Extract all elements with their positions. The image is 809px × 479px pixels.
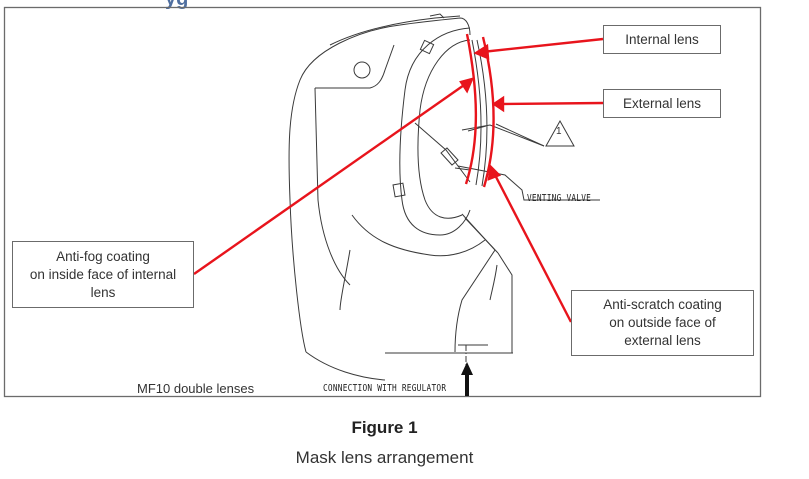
external-lens-arrowhead — [491, 95, 505, 113]
venting-valve-body — [440, 147, 459, 166]
frame-clip-top — [419, 39, 435, 55]
anti-scratch-arrow-line — [492, 172, 573, 323]
frame-clip-bottom — [392, 182, 406, 198]
note-1-triangle — [545, 119, 575, 147]
anti-fog-arrowhead — [459, 77, 475, 94]
strap-buckle-hole — [353, 61, 371, 79]
mask-shell-outline — [288, 17, 471, 353]
note-1-number: 1 — [556, 126, 562, 137]
connection-with-regulator-label: CONNECTION WITH REGULATOR — [323, 383, 447, 394]
model-label: MF10 double lenses — [137, 381, 255, 396]
anti-fog-coating-label: Anti-fog coating on inside face of inter… — [12, 241, 194, 308]
partial-heading-text: yg — [165, 0, 188, 11]
face-frame-inner — [417, 39, 471, 219]
callout-arrows — [193, 37, 604, 323]
figure-frame — [3, 6, 762, 398]
venting-valve-label: VENTING VALVE — [527, 193, 592, 204]
strap-buckle-outline — [315, 44, 395, 89]
anti-fog-arrow-line — [193, 82, 468, 275]
external-lens-label: External lens — [603, 89, 721, 118]
regulator-port-outline — [454, 213, 496, 353]
internal-lens-highlight — [464, 33, 478, 185]
internal-lens-label: Internal lens — [603, 25, 721, 54]
anti-scratch-arrowhead — [487, 164, 502, 181]
figure-number: Figure 1 — [351, 418, 418, 437]
external-lens-arrow-line — [499, 101, 604, 106]
anti-scratch-coating-label: Anti-scratch coating on outside face of … — [571, 290, 754, 356]
internal-lens-arrowhead — [473, 43, 490, 60]
internal-lens-arrow-line — [481, 37, 604, 54]
face-frame-outer — [399, 27, 471, 236]
figure-caption: Mask lens arrangement — [295, 448, 474, 467]
regulator-connection-arrow — [461, 362, 473, 396]
lens-highlights — [464, 33, 495, 188]
